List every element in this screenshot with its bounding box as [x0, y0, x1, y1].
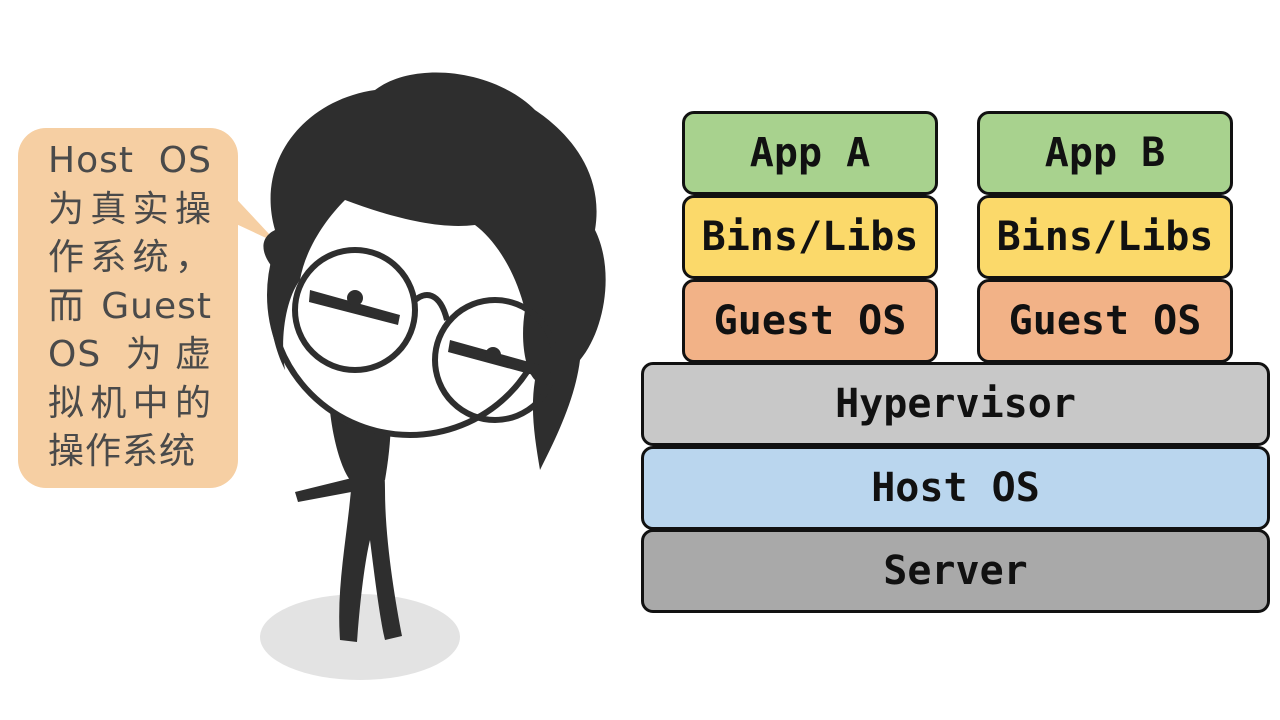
host-os-block: Host OS — [641, 446, 1270, 530]
guest-os-b-block: Guest OS — [977, 279, 1233, 363]
app-a-block: App A — [682, 111, 938, 195]
bins-libs-a-label: Bins/Libs — [701, 214, 919, 260]
host-os-label: Host OS — [871, 465, 1040, 511]
cartoon-character-illustration — [260, 72, 606, 680]
bins-libs-b-label: Bins/Libs — [996, 214, 1214, 260]
speech-bubble — [18, 128, 238, 488]
server-block: Server — [641, 529, 1270, 613]
guest-os-a-label: Guest OS — [713, 298, 907, 344]
app-b-label: App B — [1044, 130, 1166, 176]
hypervisor-label: Hypervisor — [835, 381, 1076, 427]
character-left-eye — [309, 290, 400, 325]
speech-bubble-text: Host OS 为真实操作系统，而 Guest OS 为虚拟机中的操作系统 — [48, 140, 212, 472]
guest-os-b-label: Guest OS — [1008, 298, 1202, 344]
hypervisor-block: Hypervisor — [641, 362, 1270, 446]
server-label: Server — [883, 548, 1028, 594]
bins-libs-a-block: Bins/Libs — [682, 195, 938, 279]
character-right-pupil — [485, 347, 501, 363]
app-b-block: App B — [977, 111, 1233, 195]
ground-shadow — [260, 594, 460, 680]
glasses-right-lens — [432, 297, 558, 423]
character-hair — [263, 72, 606, 470]
app-a-label: App A — [749, 130, 871, 176]
guest-os-a-block: Guest OS — [682, 279, 938, 363]
glasses-left-lens — [292, 247, 418, 373]
glasses-bridge — [410, 292, 450, 321]
character-arm — [295, 476, 362, 502]
bins-libs-b-block: Bins/Libs — [977, 195, 1233, 279]
character-left-pupil — [347, 290, 363, 306]
